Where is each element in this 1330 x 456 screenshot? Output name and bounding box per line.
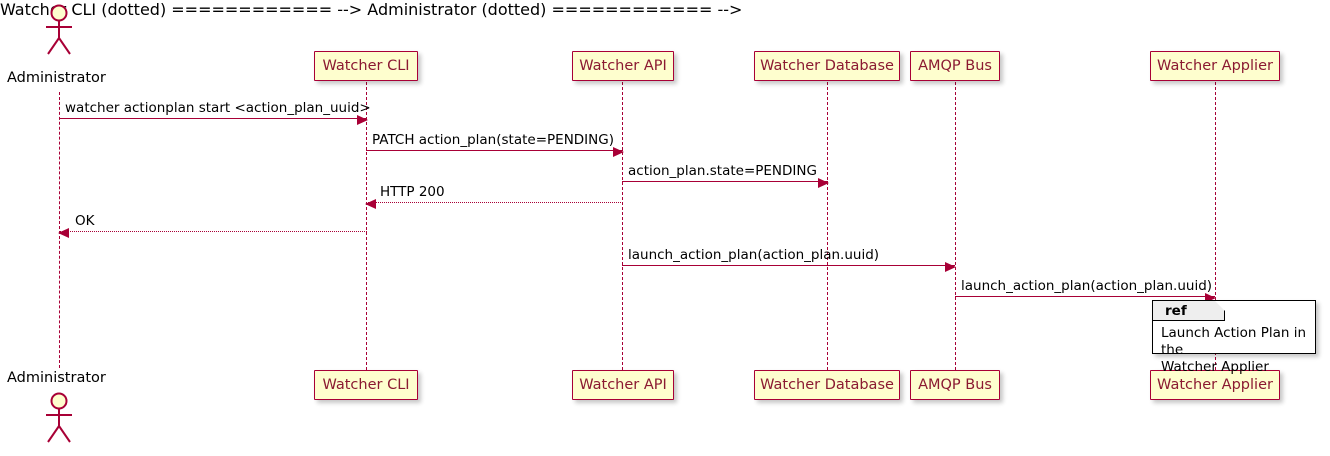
arrowhead-right-icon: [945, 261, 956, 272]
message-1-label: watcher actionplan start <action_plan_uu…: [65, 99, 371, 116]
ref-fragment: ref Launch Action Plan in the Watcher Ap…: [1152, 300, 1316, 375]
arrowhead-right-icon: [818, 177, 829, 188]
actor-administrator-bottom: [39, 392, 79, 444]
participant-amqp-bus-top[interactable]: AMQP Bus: [910, 51, 1000, 81]
message-7-label: launch_action_plan(action_plan.uuid): [961, 277, 1213, 294]
arrowhead-right-icon: [357, 114, 368, 125]
message-2-arrow: PATCH action_plan(state=PENDING): [366, 133, 624, 157]
ref-fragment-line-2: Watcher Applier: [1161, 358, 1269, 375]
participant-amqp-bus-bottom[interactable]: AMQP Bus: [910, 370, 1000, 400]
ref-fragment-line-1: Launch Action Plan in the: [1161, 325, 1307, 358]
arrowhead-right-icon: [1205, 292, 1216, 303]
participant-watcher-applier-top[interactable]: Watcher Applier: [1150, 51, 1280, 81]
actor-stick-figure-icon: [46, 4, 72, 55]
ref-fragment-tab: ref: [1153, 301, 1225, 321]
ref-fragment-body: Launch Action Plan in the Watcher Applie…: [1161, 325, 1309, 376]
participant-watcher-cli-top[interactable]: Watcher CLI: [314, 51, 418, 81]
arrowhead-right-icon: [613, 146, 624, 157]
participant-watcher-api-top[interactable]: Watcher API: [572, 51, 674, 81]
participant-watcher-cli-bottom[interactable]: Watcher CLI: [314, 370, 418, 400]
arrowhead-left-icon: [58, 227, 69, 238]
message-1-arrow: watcher actionplan start <action_plan_uu…: [59, 101, 371, 125]
actor-label-administrator-top: Administrator: [7, 70, 106, 86]
message-6-arrow: launch_action_plan(action_plan.uuid): [622, 248, 956, 272]
lifeline-watcher-api: [622, 82, 623, 370]
participant-watcher-database-top[interactable]: Watcher Database: [754, 51, 900, 81]
lifeline-watcher-applier: [1215, 82, 1216, 370]
lifeline-amqp-bus: [955, 82, 956, 370]
participant-watcher-api-bottom[interactable]: Watcher API: [572, 370, 674, 400]
message-5-label: OK: [75, 212, 95, 229]
message-2-label: PATCH action_plan(state=PENDING): [372, 131, 614, 148]
arrowhead-left-icon: [365, 198, 376, 209]
participant-watcher-applier-bottom[interactable]: Watcher Applier: [1150, 370, 1280, 400]
message-3-arrow: action_plan.state=PENDING: [622, 164, 829, 188]
message-3-label: action_plan.state=PENDING: [628, 162, 817, 179]
message-6-label: launch_action_plan(action_plan.uuid): [628, 246, 880, 263]
message-4-arrow: HTTP 200: [365, 185, 623, 209]
lifeline-watcher-database: [827, 82, 828, 370]
participant-watcher-database-bottom[interactable]: Watcher Database: [754, 370, 900, 400]
actor-stick-figure-icon: [46, 392, 72, 443]
actor-administrator-top: [39, 4, 79, 56]
message-4-label: HTTP 200: [380, 183, 445, 200]
message-7-arrow: launch_action_plan(action_plan.uuid): [955, 279, 1216, 303]
actor-label-administrator-bottom: Administrator: [7, 370, 106, 386]
lifeline-watcher-cli: [366, 82, 367, 370]
message-5-arrow: OK: [58, 214, 367, 238]
